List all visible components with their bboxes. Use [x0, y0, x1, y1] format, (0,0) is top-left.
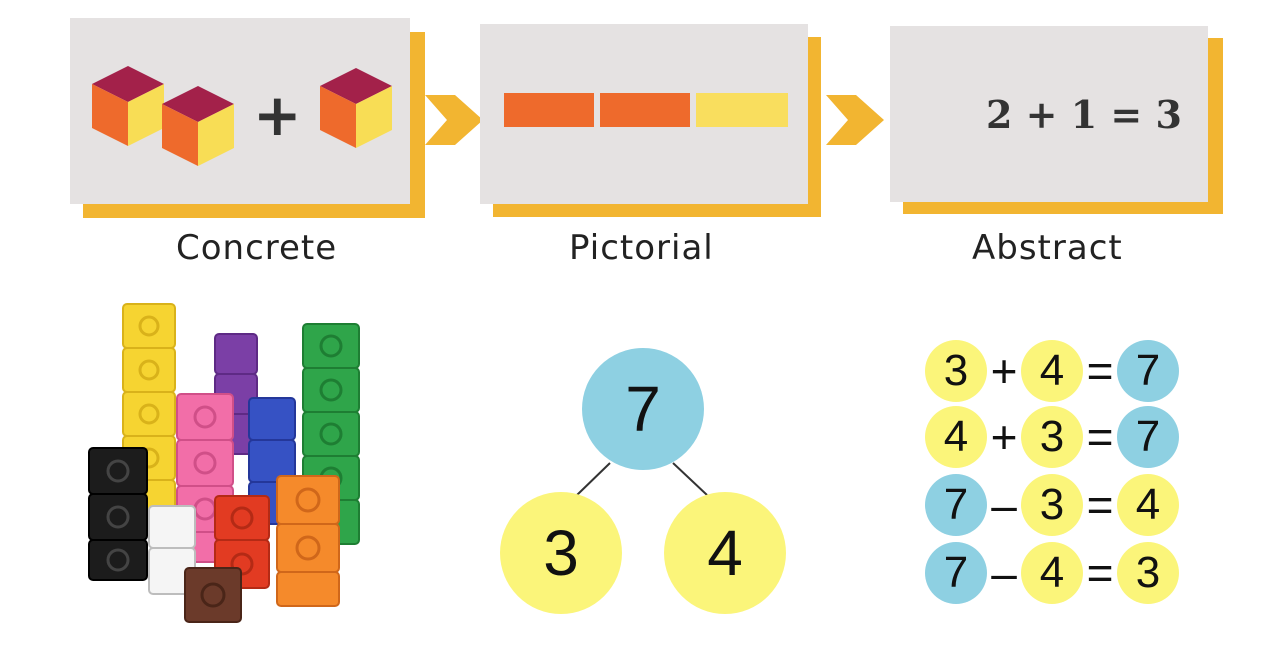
fact-circle: 7 [1117, 406, 1179, 468]
linking-cubes-image [88, 303, 360, 623]
orange-bar [600, 93, 690, 127]
fact-circle: 3 [925, 340, 987, 402]
fact-circle: 3 [1021, 406, 1083, 468]
plus-sign: + [253, 81, 302, 149]
fact-circle: 4 [1021, 542, 1083, 604]
fact-circle: 7 [925, 542, 987, 604]
bond-part-right-circle: 4 [664, 492, 786, 614]
fact-circle: 3 [1117, 542, 1179, 604]
fact-circle: 3 [1021, 474, 1083, 536]
bond-part-left-circle: 3 [500, 492, 622, 614]
pictorial-panel [480, 24, 808, 204]
concrete-panel: + [70, 18, 410, 204]
fact-equals: = [1086, 547, 1114, 599]
fact-operator: + [990, 345, 1018, 397]
fact-row: 7 – 3 = 4 [925, 474, 1179, 536]
fact-circle: 4 [925, 406, 987, 468]
fact-circle: 4 [1021, 340, 1083, 402]
cube-icon [162, 86, 234, 166]
fact-row: 3 + 4 = 7 [925, 340, 1179, 402]
chevron-right-icon [826, 95, 884, 145]
fact-row: 7 – 4 = 3 [925, 542, 1179, 604]
bond-whole-circle: 7 [582, 348, 704, 470]
chevron-right-icon [425, 95, 483, 145]
abstract-panel: 2 + 1 = 3 [890, 26, 1208, 202]
fact-operator: – [991, 479, 1017, 531]
fact-circle: 7 [925, 474, 987, 536]
fact-equals: = [1086, 345, 1114, 397]
abstract-caption: Abstract [972, 228, 1123, 268]
fact-operator: – [991, 547, 1017, 599]
cube-icon [320, 68, 392, 148]
fact-equals: = [1086, 411, 1114, 463]
orange-bar [504, 93, 594, 127]
cube-icon [92, 66, 164, 146]
cubes-illustration [92, 66, 392, 166]
concrete-caption: Concrete [176, 228, 338, 268]
fact-row: 4 + 3 = 7 [925, 406, 1179, 468]
abstract-equation: 2 + 1 = 3 [986, 92, 1182, 137]
fact-circle: 4 [1117, 474, 1179, 536]
fact-equals: = [1086, 479, 1114, 531]
pictorial-caption: Pictorial [569, 228, 714, 268]
fact-circle: 7 [1117, 340, 1179, 402]
number-bond-lines [576, 462, 708, 496]
yellow-bar [696, 93, 788, 127]
fact-operator: + [990, 411, 1018, 463]
